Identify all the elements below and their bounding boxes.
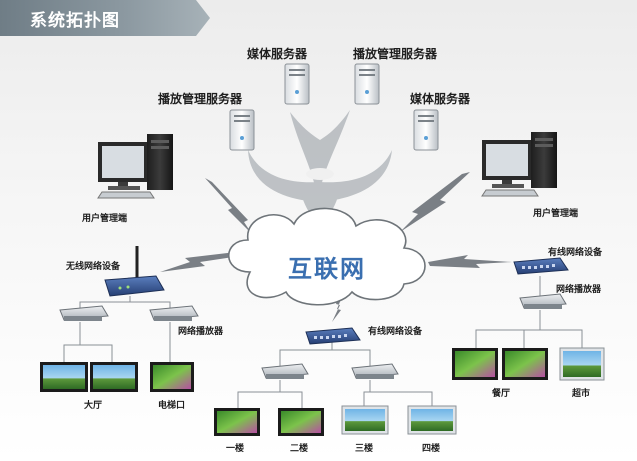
terminal-label: 用户管理端	[533, 209, 579, 219]
internet-cloud	[227, 207, 426, 306]
location-label: 超市	[572, 389, 591, 399]
page-title: 系统拓扑图	[30, 11, 120, 31]
location-label: 大厅	[84, 401, 103, 411]
device-label: 网络播放器	[556, 285, 602, 295]
device-label: 无线网络设备	[66, 262, 121, 272]
display-screen-icon	[559, 347, 605, 381]
server-label: 播放管理服务器	[158, 92, 243, 106]
network-switch-icon	[305, 327, 361, 345]
server-icon	[354, 63, 380, 105]
lightning-icon	[160, 252, 240, 272]
display-screen-icon	[40, 362, 88, 392]
server-label: 媒体服务器	[247, 47, 308, 61]
display-screen-icon	[502, 348, 548, 380]
terminal-label: 用户管理端	[82, 214, 128, 224]
device-label: 有线网络设备	[368, 327, 423, 337]
connector-lines	[63, 276, 583, 408]
internet-label: 互联网	[288, 255, 366, 283]
lightning-links	[160, 172, 512, 322]
network-switch-icon	[513, 257, 569, 275]
network-emblem	[248, 110, 392, 228]
location-label: 四楼	[422, 444, 441, 454]
location-label: 电梯口	[158, 401, 186, 411]
display-screen-icon	[341, 405, 389, 435]
wireless-router-icon	[104, 246, 165, 297]
desktop-computer-icon	[97, 134, 173, 199]
network-player-icon	[149, 305, 199, 321]
display-screen-icon	[90, 362, 138, 392]
network-player-icon	[59, 305, 109, 321]
server-icon	[413, 109, 439, 151]
desktop-computer-icon	[481, 132, 557, 197]
server-icon	[284, 63, 310, 105]
server-label: 媒体服务器	[410, 92, 471, 106]
location-label: 一楼	[226, 444, 245, 454]
display-screen-icon	[278, 408, 324, 436]
lightning-icon	[205, 178, 252, 234]
network-player-icon	[519, 293, 567, 309]
server-label: 播放管理服务器	[353, 47, 438, 61]
display-screen-icon	[150, 362, 194, 392]
server-icon	[229, 109, 255, 151]
header-banner	[0, 0, 210, 36]
network-player-icon	[351, 363, 399, 379]
network-player-icon	[261, 363, 309, 379]
device-label: 有线网络设备	[548, 248, 603, 258]
lightning-icon	[428, 255, 512, 268]
location-label: 三楼	[355, 444, 374, 454]
display-screen-icon	[452, 348, 498, 380]
location-label: 餐厅	[492, 389, 511, 399]
device-label: 网络播放器	[178, 327, 224, 337]
lightning-icon	[400, 172, 470, 232]
display-screen-icon	[214, 408, 260, 436]
location-label: 二楼	[290, 444, 309, 454]
display-screen-icon	[407, 405, 457, 435]
